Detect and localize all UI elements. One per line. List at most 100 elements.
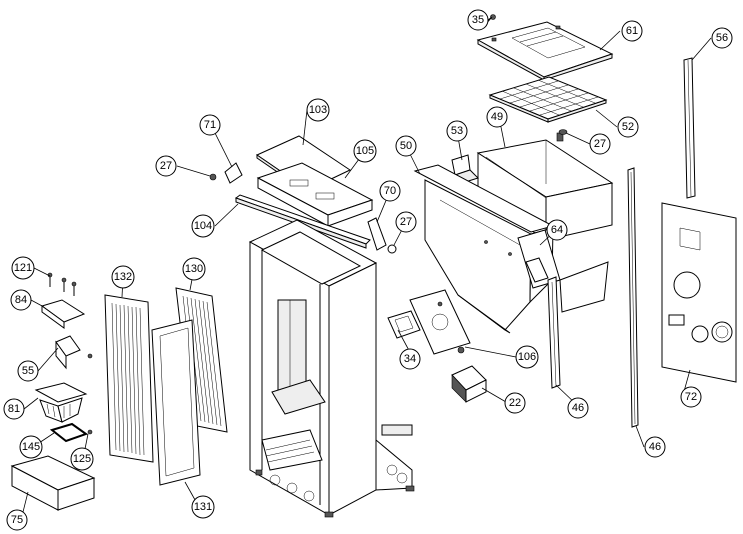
part-top-cover-plate [476, 21, 614, 81]
part-grate [488, 76, 608, 123]
callout-circle [567, 397, 589, 419]
callout-labels: 35 61 56 52 27 49 53 50 103 71 105 27 70 27 104 64 121 13… [3, 9, 733, 531]
callout-circle [306, 98, 330, 122]
callout-number: 46 [572, 402, 584, 414]
callout-circle [486, 106, 508, 128]
callout-70: 70 [379, 180, 401, 202]
callout-circle [395, 135, 417, 157]
callout-number: 64 [551, 224, 563, 236]
callout-27: 27 [589, 133, 611, 155]
part-glass-door [151, 319, 201, 486]
callout-number: 49 [491, 111, 503, 123]
callout-circle [546, 219, 568, 241]
callout-number: 53 [451, 125, 463, 137]
callout-circle [155, 155, 177, 177]
callout-22: 22 [504, 392, 526, 414]
part-support-bracket-right [547, 276, 561, 389]
callout-number: 72 [685, 391, 697, 403]
callout-number: 75 [11, 514, 23, 526]
callout-number: 34 [404, 353, 416, 365]
callout-132: 132 [111, 265, 135, 289]
callout-27: 27 [395, 211, 417, 233]
callout-number: 27 [594, 138, 606, 150]
callout-circle [11, 256, 35, 280]
callout-circle [467, 9, 489, 31]
callout-131: 131 [191, 495, 215, 519]
callout-number: 132 [114, 271, 132, 283]
part-motor [451, 365, 487, 403]
callout-71: 71 [199, 114, 221, 136]
part-mounting-plate [387, 310, 421, 339]
callout-49: 49 [486, 106, 508, 128]
callout-circle [644, 436, 666, 458]
part-grill-panel-front [104, 294, 154, 463]
callout-46: 46 [644, 436, 666, 458]
callout-circle [399, 348, 421, 370]
callout-circle [395, 211, 417, 233]
callout-number: 61 [626, 25, 638, 37]
callout-circle [617, 116, 639, 138]
callout-46: 46 [567, 397, 589, 419]
callout-121: 121 [11, 256, 35, 280]
part-motor-bracket [409, 289, 471, 355]
callout-35: 35 [467, 9, 489, 31]
callout-number: 70 [384, 185, 396, 197]
callout-number: 56 [716, 32, 728, 44]
callout-61: 61 [621, 20, 643, 42]
callout-106: 106 [515, 345, 539, 369]
part-ash-box [10, 455, 96, 511]
callout-circle [353, 139, 377, 163]
part-small-clip [209, 162, 243, 184]
part-burn-pot [34, 353, 93, 423]
part-screws [47, 272, 77, 296]
callout-circle [111, 265, 135, 289]
callout-104: 104 [191, 214, 215, 238]
callout-number: 50 [400, 140, 412, 152]
callout-number: 104 [194, 220, 212, 232]
callout-circle [589, 133, 611, 155]
callout-number: 131 [194, 501, 212, 513]
callout-50: 50 [395, 135, 417, 157]
callout-number: 55 [22, 365, 34, 377]
part-vertical-strip [683, 57, 696, 199]
callout-125: 125 [70, 447, 94, 471]
callout-103: 103 [306, 98, 330, 122]
callout-circle [199, 114, 221, 136]
callout-circle [70, 447, 94, 471]
callout-circle [680, 386, 702, 408]
callout-53: 53 [446, 120, 468, 142]
callout-circle [6, 509, 28, 531]
callout-27: 27 [155, 155, 177, 177]
callout-number: 125 [73, 453, 91, 465]
part-flue-box [55, 335, 81, 370]
callout-number: 27 [400, 216, 412, 228]
part-main-body [248, 219, 415, 518]
part-side-panel [661, 202, 737, 383]
callout-52: 52 [617, 116, 639, 138]
callout-circle [191, 214, 215, 238]
callout-number: 22 [509, 397, 521, 409]
callout-number: 27 [160, 160, 172, 172]
callout-circle [191, 495, 215, 519]
callout-circle [711, 27, 733, 49]
part-gasket [49, 422, 89, 443]
callout-circle [19, 435, 43, 459]
callout-circle [515, 345, 539, 369]
callout-number: 103 [309, 104, 327, 116]
callout-circle [446, 120, 468, 142]
callout-number: 106 [518, 351, 536, 363]
callout-circle [10, 289, 32, 311]
callout-circle [182, 257, 206, 281]
callout-105: 105 [353, 139, 377, 163]
callout-circle [621, 20, 643, 42]
part-washer-a [558, 129, 568, 135]
callout-number: 145 [22, 441, 40, 453]
callout-145: 145 [19, 435, 43, 459]
callout-number: 35 [472, 14, 484, 26]
callout-circle [3, 398, 25, 420]
callout-circle [379, 180, 401, 202]
callout-number: 52 [622, 121, 634, 133]
callout-number: 81 [8, 403, 20, 415]
